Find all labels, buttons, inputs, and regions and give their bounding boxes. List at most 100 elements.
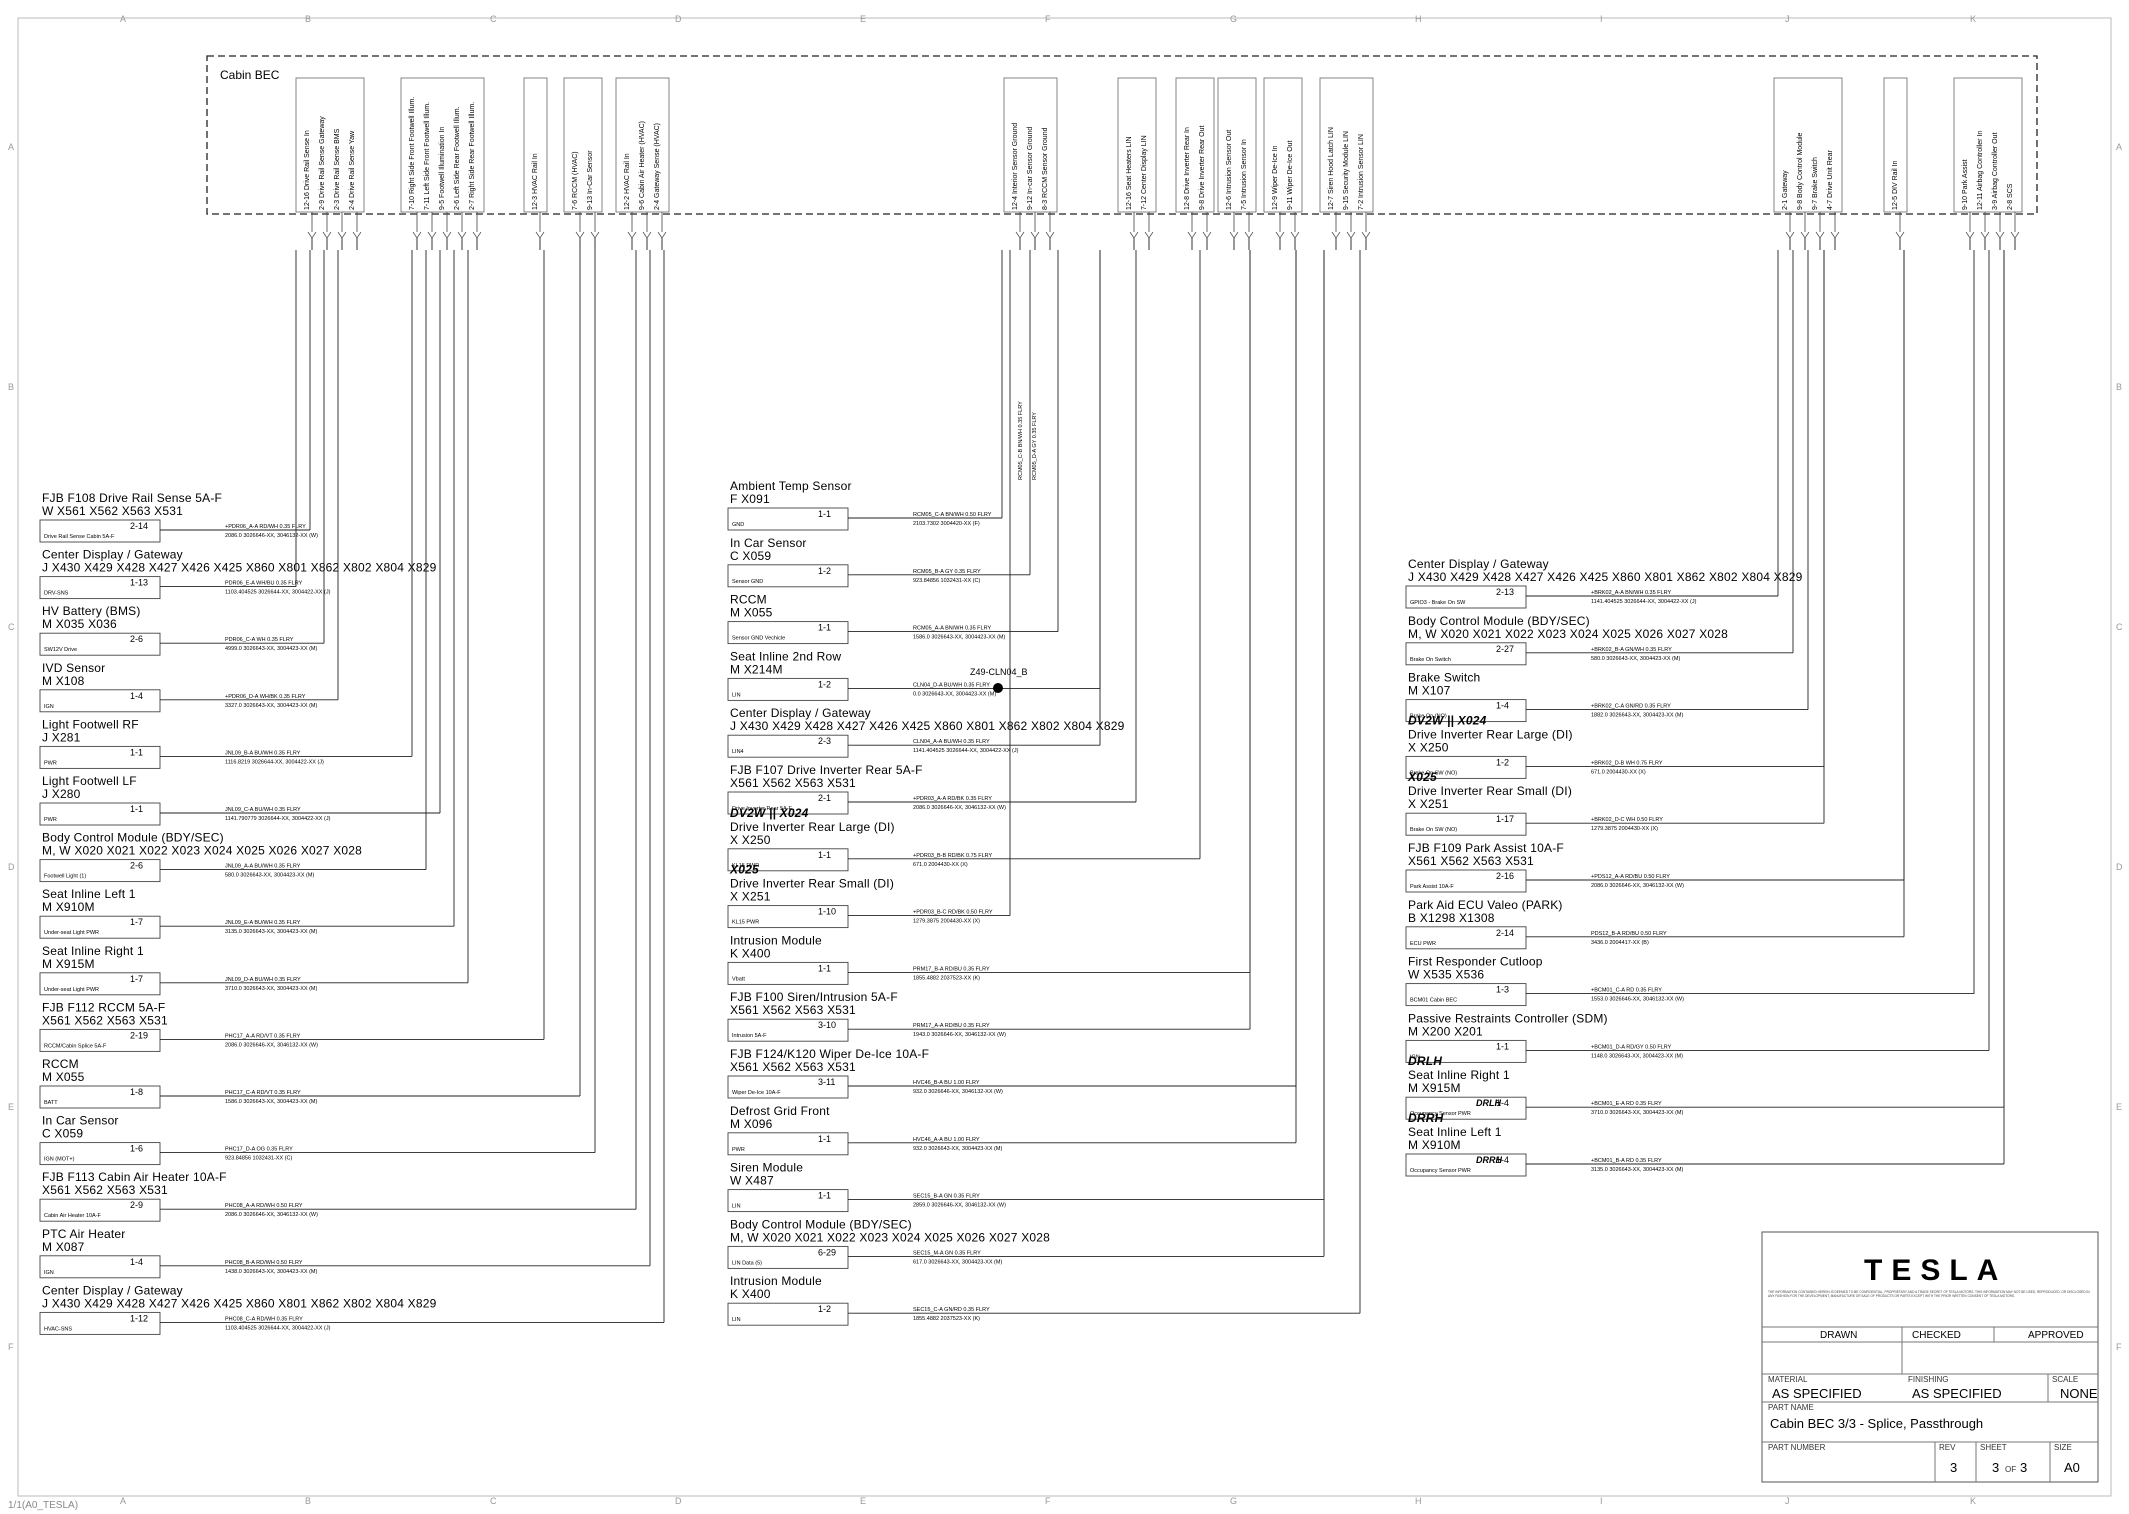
wire-spec: PDS12_B-A RD/BU 0.50 FLRY [1591,931,1667,937]
grid-col-label: A [120,14,126,24]
splice-label: Z49-CLN04_B [970,667,1028,677]
connector-ids: X561 X562 X563 X531 [730,776,856,790]
checked-label: CHECKED [1912,1330,1961,1341]
connector-cavity-box [727,677,849,701]
connector-entry: FJB F107 Drive Inverter Rear 5A-F X561 X… [727,763,1136,815]
grid-col-label: E [860,14,866,24]
cavity-pin: 1-1 [818,509,831,519]
wire-spec: PHC17_A-A RD/VT 0.35 FLRY [225,1033,301,1039]
splice-node [993,683,1003,693]
wire-spec: +BRK02_B-A GN/WH 0.35 FLRY [1591,647,1672,653]
connector-cavity-box [39,519,161,543]
cavity-function: IGN (MOT+) [44,1157,75,1163]
cavity-pin: 1-10 [818,907,836,917]
cavity-pin: 2-1 [818,793,831,803]
wire-spec: HVC46_B-A BU 1.00 FLRY [913,1080,980,1086]
wire-part: 1586.0 3026643-XX, 3004423-XX (M) [225,1099,318,1105]
connector-cavity-box [727,734,849,758]
wire-part: 1116.8219 3026644-XX, 3004422-XX (J) [225,759,324,765]
cavity-function: Wiper De-Ice 10A-F [732,1090,781,1096]
cavity-pin: 2-14 [130,521,148,531]
material-label: MATERIAL [1768,1375,1808,1384]
wire-spec: PHC17_D-A OG 0.35 FLRY [225,1147,293,1153]
connector-ids: M X035 X036 [42,617,117,631]
connector-cavity-box [39,1085,161,1109]
sheet-value: 3 [1992,1460,1999,1475]
cavity-pin: 1-4 [1496,701,1509,711]
cavity-pin: 2-13 [1496,587,1514,597]
connector-cavity-box [39,576,161,600]
wire-spec: PDR06_E-A WH/BU 0.35 FLRY [225,581,303,587]
cavity-function: Footwell Light (1) [44,874,86,880]
wire-spec: +PDR03_A-A RD/BK 0.35 FLRY [913,796,992,802]
connector-ids: W X561 X562 X563 X531 [42,504,183,518]
bec-pin-label: 9-12 In-car Sensor Ground [1027,127,1034,210]
grid-row-label: B [8,382,14,392]
wire-spec: JNL09_C-A BU/WH 0.35 FLRY [225,807,301,813]
wire-spec: SEC15_C-A GN/RD 0.35 FLRY [913,1307,990,1313]
cavity-function: Brake On SW (NO) [1410,827,1457,833]
variant-tag: DV2W || X024 [730,806,809,820]
connector-ids: M X200 X201 [1408,1024,1483,1038]
wire-part: 1103.404525 3026644-XX, 3004422-XX (J) [225,590,331,596]
wire-spec: +PDS12_A-A RD/BU 0.50 FLRY [1591,874,1670,880]
wire-spec: +BRK02_D-C WH 0.50 FLRY [1591,817,1663,823]
bec-pin-label: 9-8 Body Control Module [1797,132,1804,210]
connector-title: Brake Switch [1408,671,1480,685]
finishing-label: FINISHING [1908,1375,1948,1384]
wire-part: 0.0 3026643-XX, 3004423-XX (M) [913,691,996,697]
cavity-function: DRV-SNS [44,591,69,597]
connector-entry: Passive Restraints Controller (SDM)M X20… [1405,1011,1989,1063]
wire-part: 923.84856 1032431-XX (C) [913,578,980,584]
bec-pin-label: 9-6 Cabin Air Heater (HVAC) [639,121,646,210]
grid-row-label: D [2116,862,2123,872]
connector-ids: M, W X020 X021 X022 X023 X024 X025 X026 … [1408,627,1728,641]
connector-title: Intrusion Module [730,1274,822,1288]
bec-pin-label: 9-10 Park Assist [1962,159,1969,210]
connector-cavity-box [39,1255,161,1279]
grid-col-label: H [1415,14,1422,24]
connector-cavity-box [727,1245,849,1269]
cavity-pin: 1-2 [818,1304,831,1314]
connector-ids: M X096 [730,1117,773,1131]
wire-part: 2086.0 3026646-XX, 3046132-XX (W) [225,1042,318,1048]
bec-pin-label: 9-11 Wiper De-Ice Out [1287,140,1294,210]
bec-pin-label: 2-9 Drive Rail Sense Gateway [319,116,326,210]
grid-row-label: E [8,1102,14,1112]
grid-col-label: I [1600,1496,1603,1506]
connector-entry: Body Control Module (BDY/SEC)M, W X020 X… [39,831,426,883]
wire-spec: RCM05_A-A BN/WH 0.35 FLRY [913,626,991,632]
cavity-function: LIN [732,1317,741,1323]
cavity-function: Under-seat Light PWR [44,987,99,993]
connector-ids: M X915M [42,957,95,971]
bec-pin-label: 2-8 SCS [2007,183,2014,210]
cavity-pin: 1-3 [1496,985,1509,995]
connector-cavity-box [727,1018,849,1042]
wire-part: 2859.0 3026646-XX, 3046132-XX (W) [913,1203,1006,1209]
connector-title: RCCM [730,593,767,607]
cavity-pin: 1-1 [818,963,831,973]
grid-row-label: C [8,622,15,632]
connector-ids: M X055 [42,1070,85,1084]
scale-value: NONE [2060,1386,2098,1401]
connector-ids: F X091 [730,492,770,506]
variant-tag: DRRH [1408,1111,1444,1125]
grid-col-label: B [305,1496,311,1506]
grid-col-label: J [1785,14,1790,24]
grid-row-label: D [8,862,15,872]
